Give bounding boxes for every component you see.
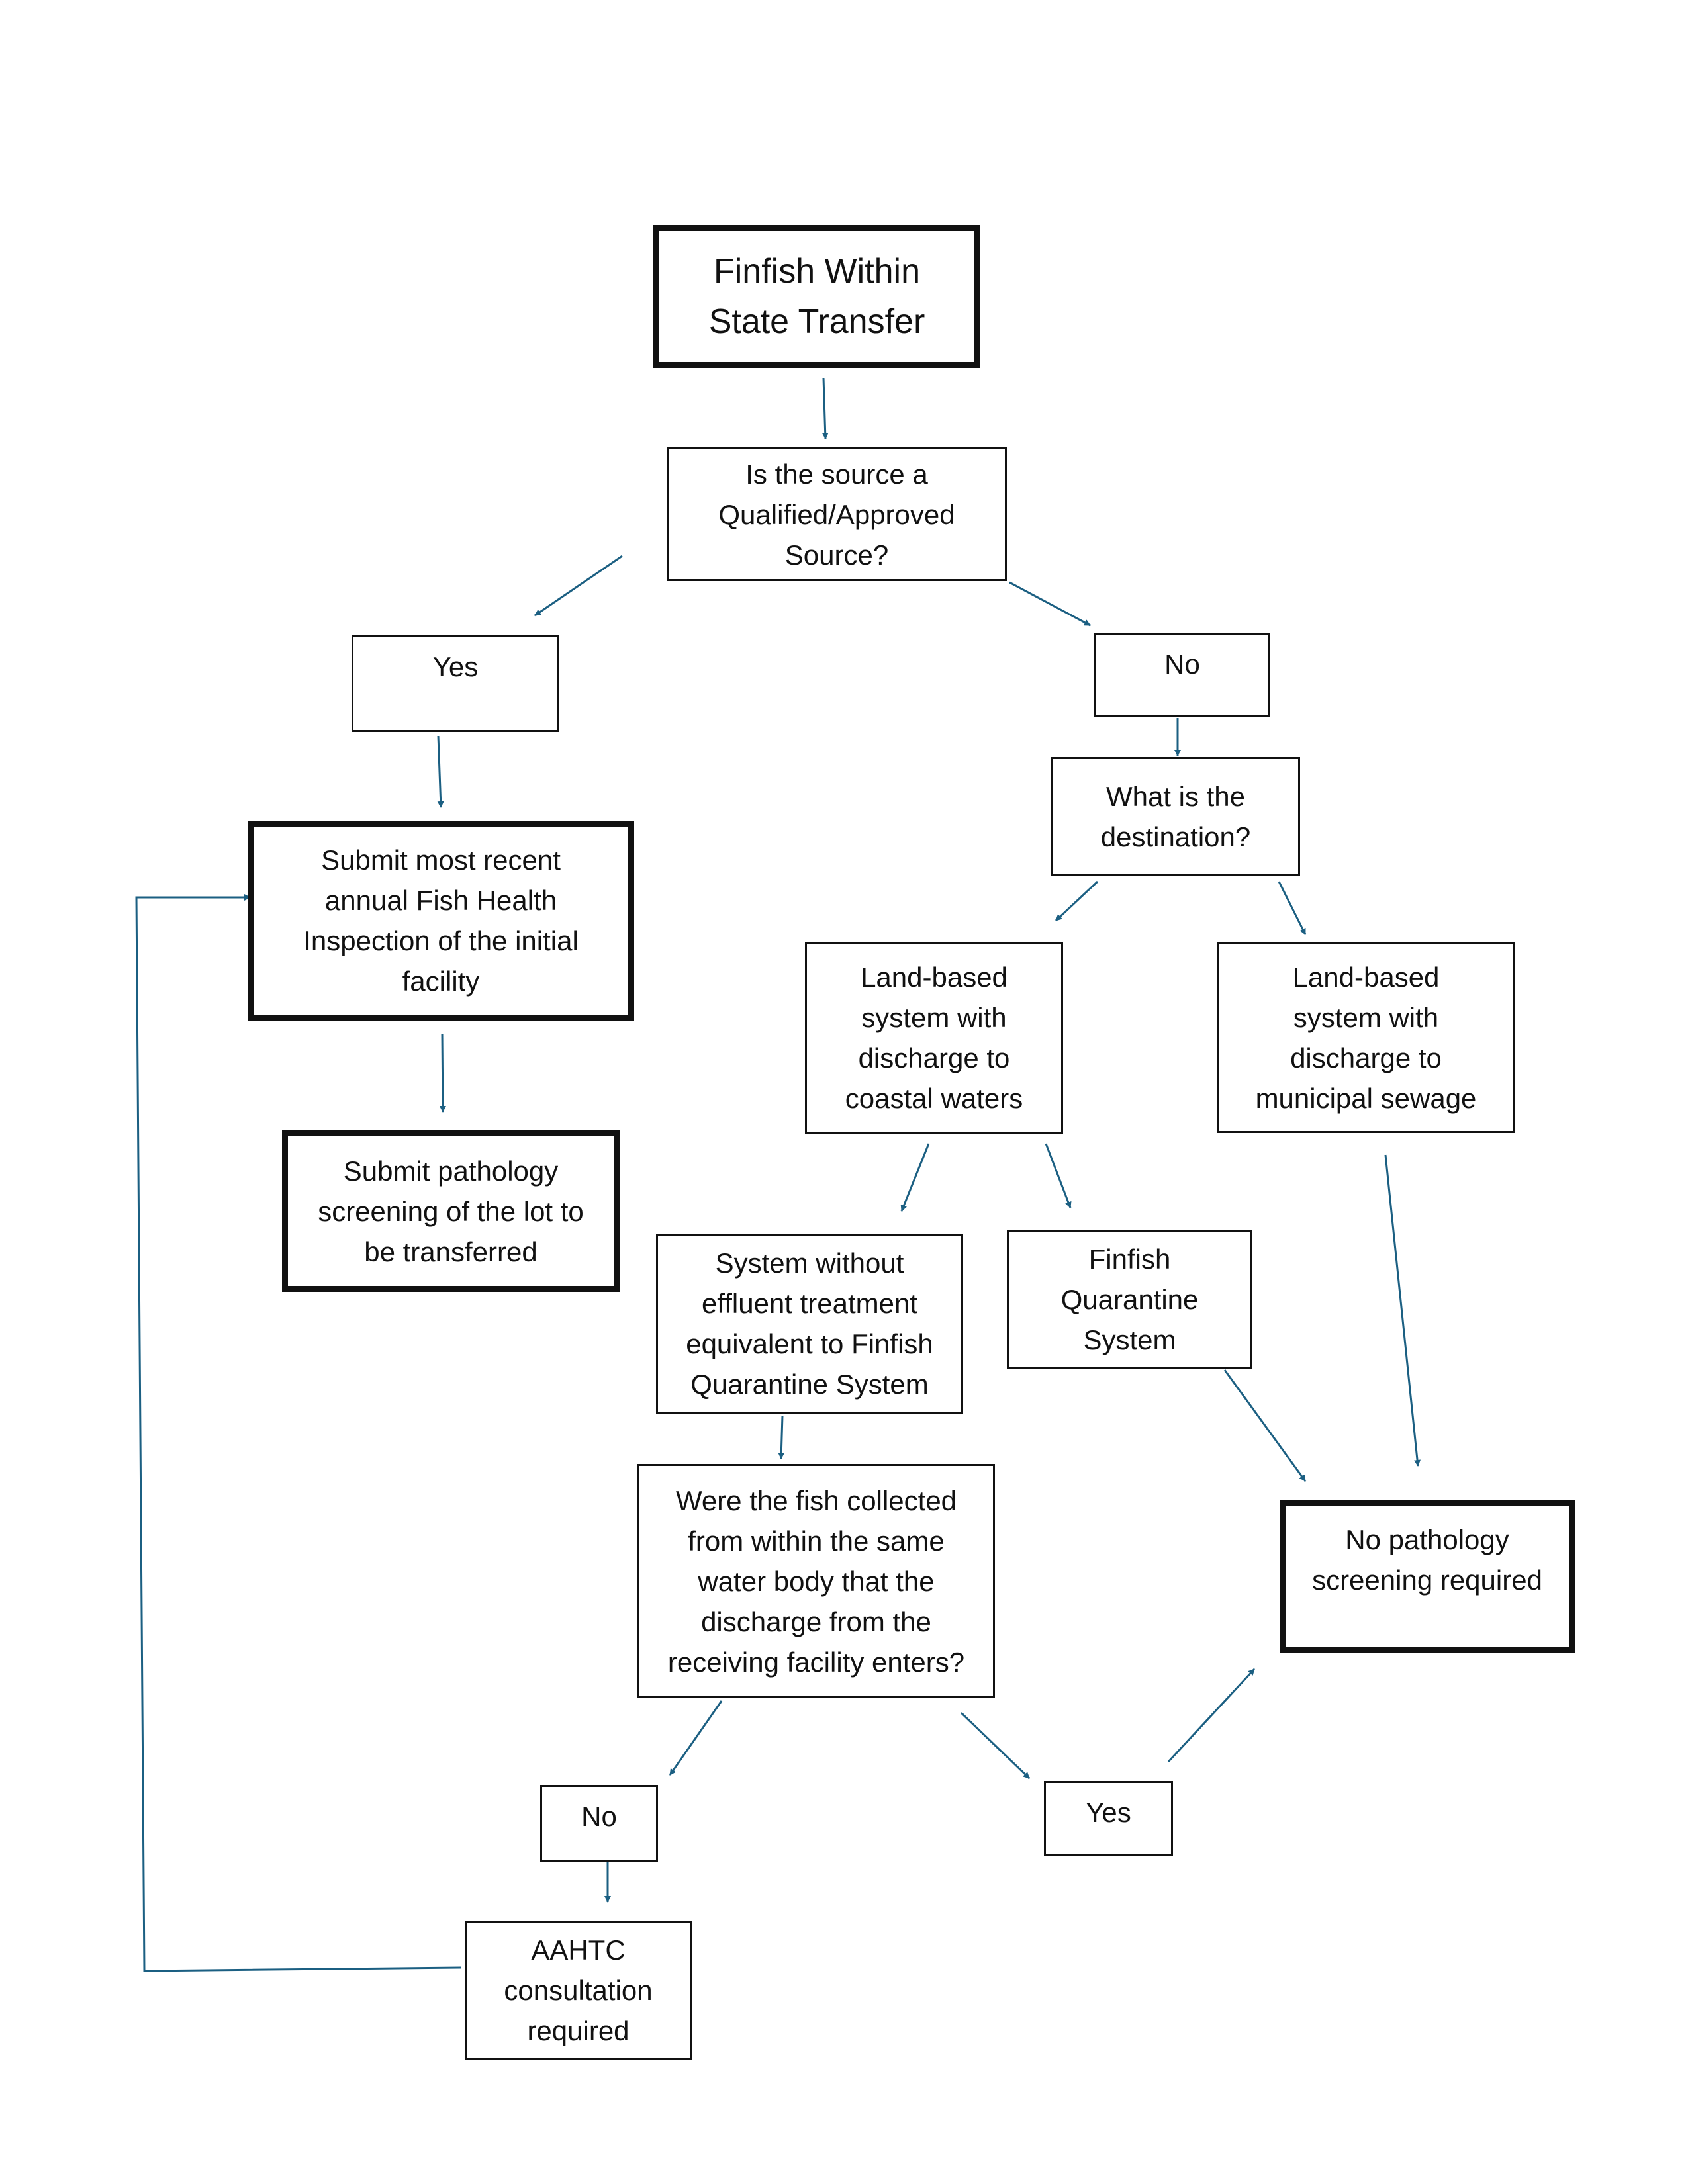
node-finfish-quarantine-label: Finfish Quarantine System [1060, 1244, 1199, 1355]
arrow-system-without-to-water-body [778, 1415, 785, 1459]
node-source-yes-label: Yes [432, 651, 479, 682]
node-no-pathology: No pathology screening required [1280, 1500, 1575, 1653]
arrow-title-to-source [821, 377, 829, 439]
arrow-inspection-to-pathology [439, 1034, 446, 1113]
arrow-source-to-yes [534, 555, 623, 617]
node-system-without-label: System without effluent treatment equiva… [686, 1248, 933, 1400]
node-system-without: System without effluent treatment equiva… [656, 1234, 963, 1414]
node-water-body-question: Were the fish collected from within the … [637, 1464, 995, 1698]
arrow-source-to-no [1009, 581, 1091, 627]
node-aahtc-label: AAHTC consultation required [504, 1934, 653, 2046]
node-aahtc: AAHTC consultation required [465, 1921, 692, 2060]
node-source-yes: Yes [352, 635, 559, 732]
arrow-water-body-to-no [669, 1700, 723, 1776]
node-submit-pathology-label: Submit pathology screening of the lot to… [318, 1155, 584, 1267]
node-finfish-quarantine: Finfish Quarantine System [1007, 1230, 1252, 1369]
node-land-coastal-label: Land-based system with discharge to coas… [845, 962, 1023, 1114]
arrow-water-body-to-yes [960, 1711, 1031, 1780]
arrow-yes-to-inspection [437, 735, 444, 808]
node-submit-inspection: Submit most recent annual Fish Health In… [248, 821, 634, 1021]
node-submit-pathology: Submit pathology screening of the lot to… [282, 1130, 620, 1292]
node-source-question-label: Is the source a Qualified/Approved Sourc… [718, 458, 955, 570]
arrow-destination-to-coastal [1055, 880, 1099, 922]
node-water-yes: Yes [1044, 1781, 1173, 1856]
node-land-sewage-label: Land-based system with discharge to muni… [1255, 961, 1477, 1114]
node-source-no-label: No [1164, 649, 1200, 680]
node-submit-inspection-label: Submit most recent annual Fish Health In… [303, 844, 579, 997]
arrow-coastal-to-system-without [900, 1143, 930, 1212]
arrow-quarantine-to-no-pathology [1223, 1369, 1307, 1482]
node-title: Finfish Within State Transfer [653, 225, 980, 368]
node-land-coastal: Land-based system with discharge to coas… [805, 942, 1063, 1134]
arrow-yes-to-no-pathology [1167, 1668, 1256, 1763]
arrow-sewage-to-no-pathology [1384, 1154, 1421, 1467]
node-title-label: Finfish Within State Transfer [708, 252, 925, 341]
node-water-yes-label: Yes [1086, 1797, 1131, 1828]
arrow-coastal-to-quarantine [1045, 1143, 1072, 1208]
node-land-sewage: Land-based system with discharge to muni… [1217, 942, 1515, 1133]
node-destination-question-label: What is the destination? [1100, 781, 1251, 852]
node-source-question: Is the source a Qualified/Approved Sourc… [667, 447, 1007, 581]
arrow-destination-to-sewage [1278, 881, 1307, 935]
arrow-aahtc-loop-to-inspection [135, 894, 462, 1972]
node-source-no: No [1094, 633, 1270, 717]
node-no-pathology-label: No pathology screening required [1312, 1524, 1542, 1596]
node-water-no: No [540, 1785, 658, 1862]
node-destination-question: What is the destination? [1051, 757, 1300, 876]
node-water-no-label: No [581, 1801, 617, 1832]
node-water-body-question-label: Were the fish collected from within the … [667, 1484, 965, 1678]
